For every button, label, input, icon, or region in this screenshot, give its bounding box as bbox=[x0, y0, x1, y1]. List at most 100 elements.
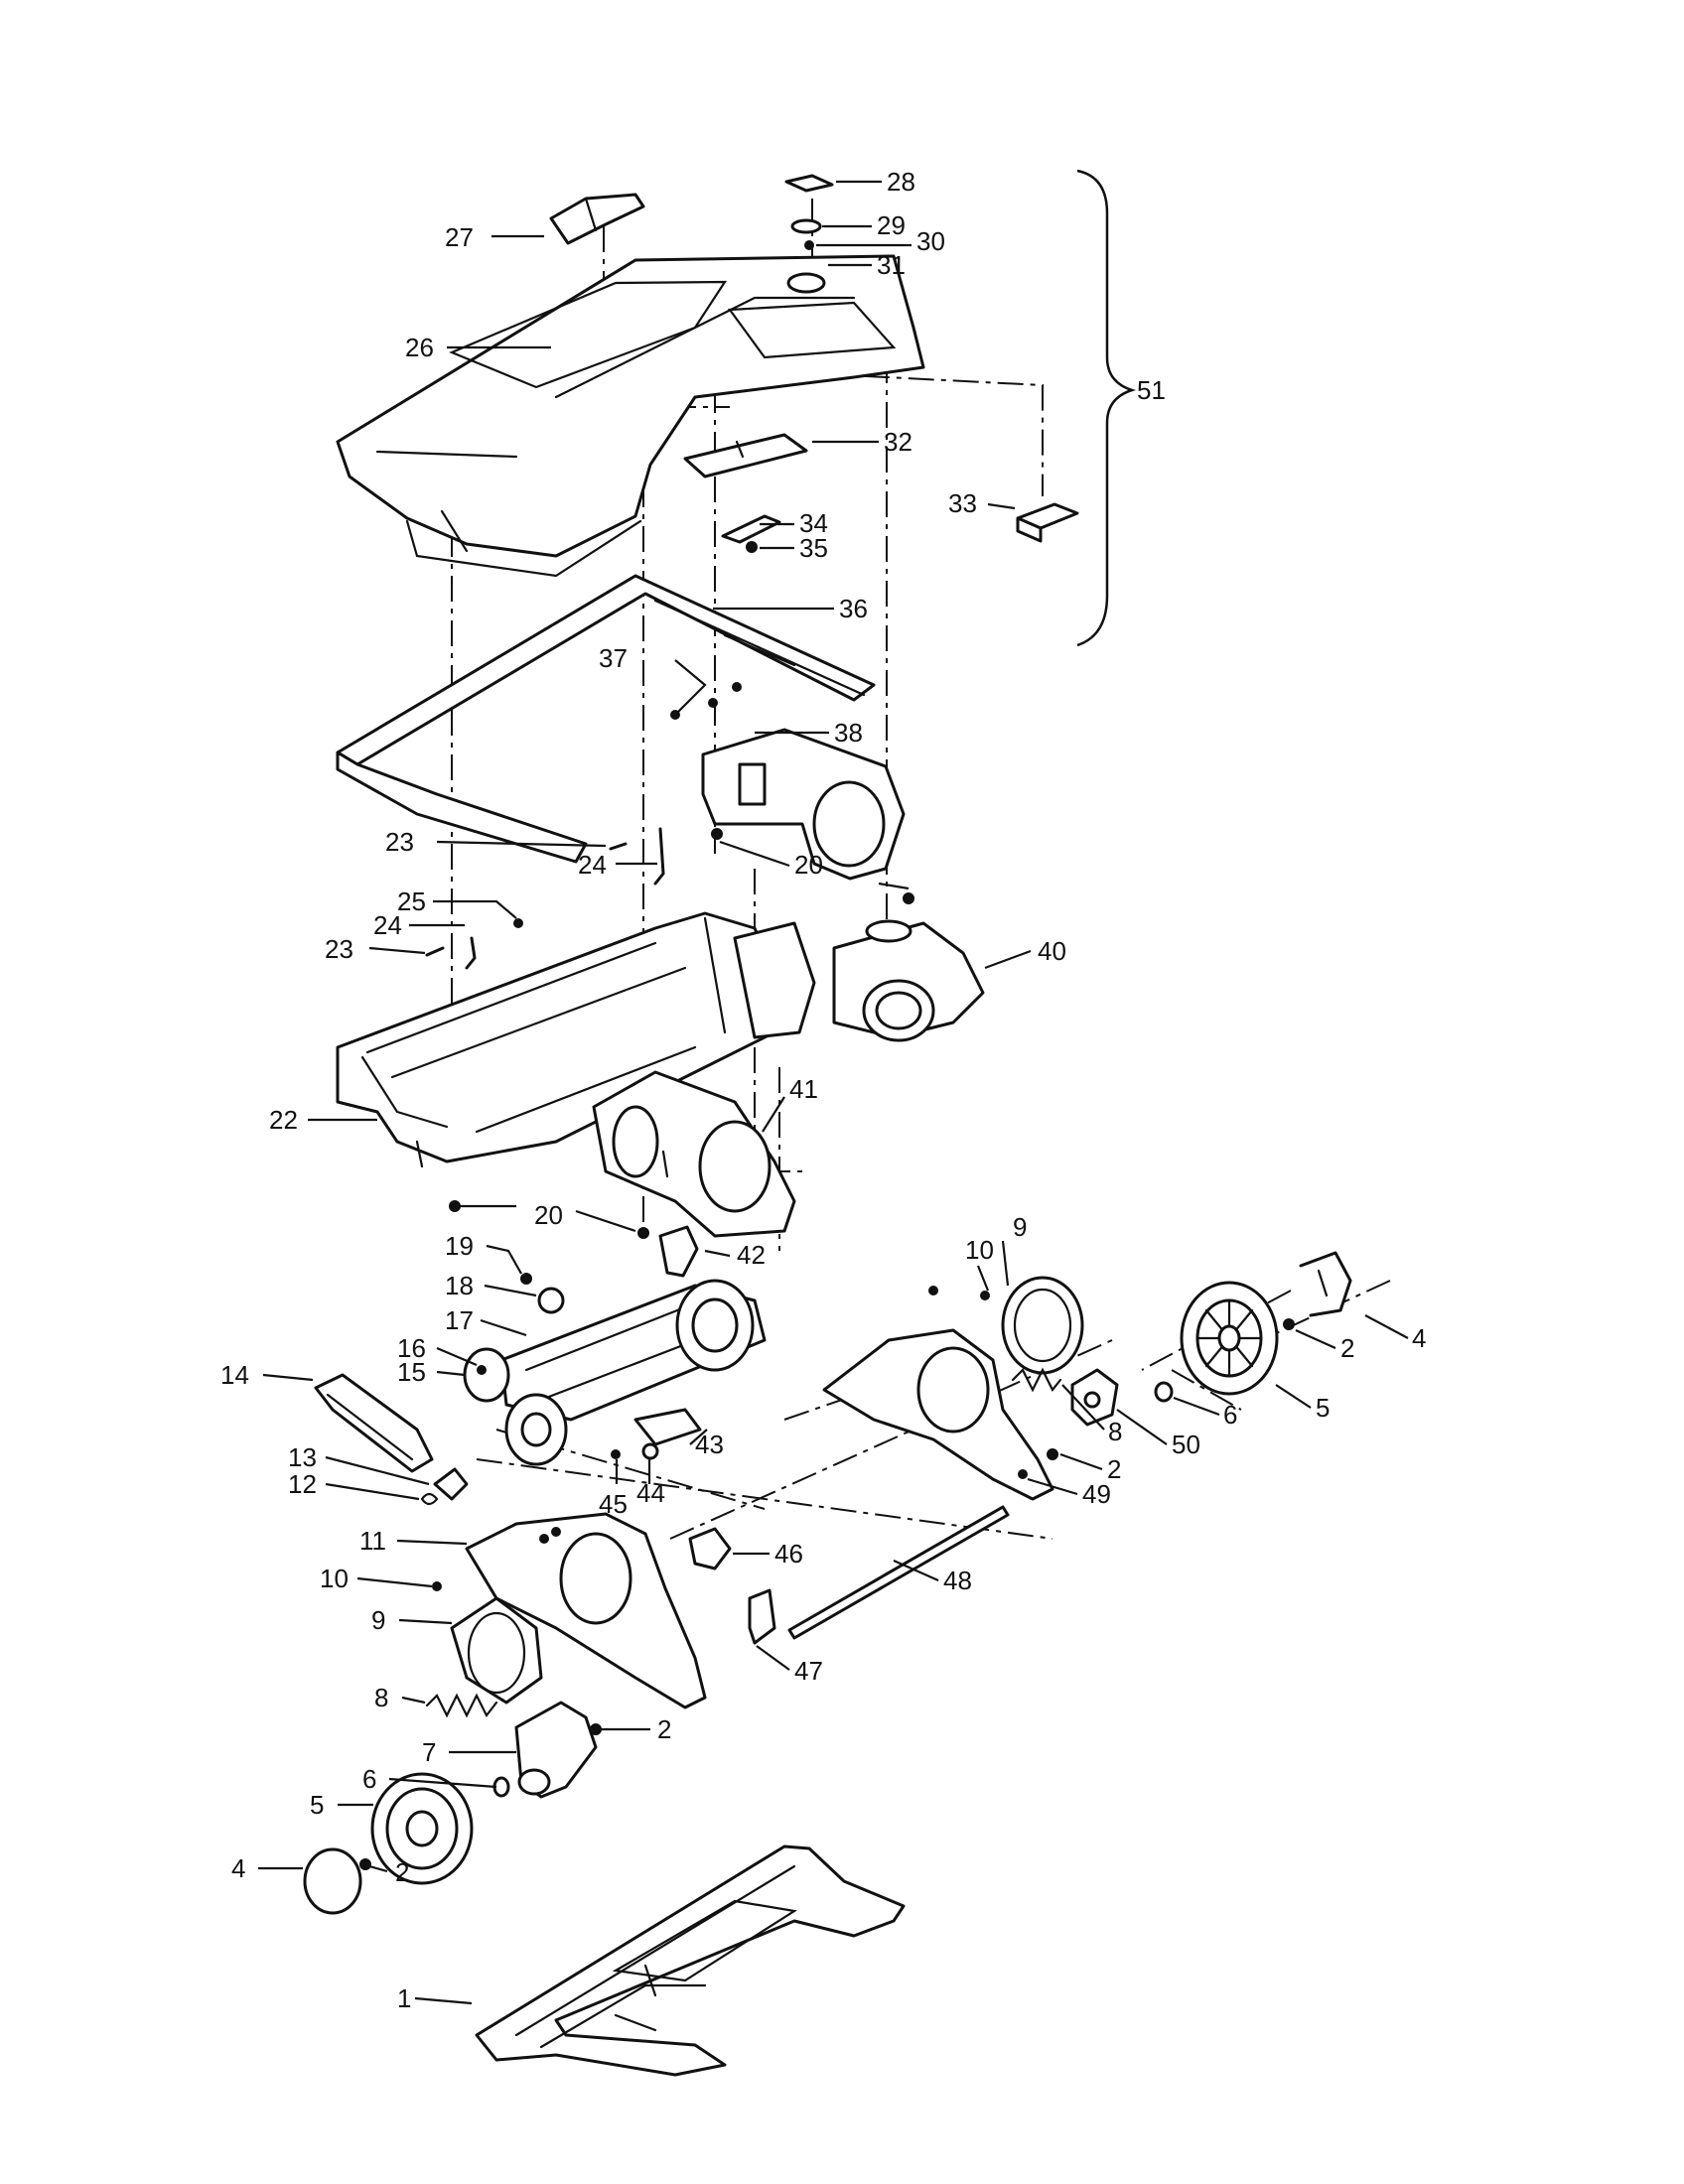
part-34-clip bbox=[721, 514, 781, 544]
part-14-belt bbox=[314, 1373, 434, 1473]
part-41-cover bbox=[592, 1070, 796, 1238]
callout-25: 25 bbox=[397, 887, 426, 916]
callout-49: 49 bbox=[1082, 1479, 1111, 1509]
callout-10a: 10 bbox=[320, 1564, 349, 1593]
callout-31: 31 bbox=[877, 250, 906, 280]
callout-46: 46 bbox=[774, 1539, 803, 1569]
part-30-pin bbox=[804, 240, 814, 250]
part-11-side-plate-left bbox=[465, 1512, 707, 1709]
leader-lines bbox=[258, 180, 1409, 2005]
part-16-gear-left bbox=[504, 1393, 568, 1466]
part-6-washer-left bbox=[492, 1776, 510, 1798]
callout-44: 44 bbox=[636, 1478, 665, 1508]
callout-6b: 6 bbox=[1223, 1400, 1237, 1430]
callout-18: 18 bbox=[445, 1271, 474, 1300]
part-20-screw-a bbox=[711, 828, 723, 840]
part-19-screw bbox=[520, 1273, 532, 1285]
part-42-bracket bbox=[658, 1225, 699, 1278]
part-49-side-plate-right bbox=[822, 1328, 1054, 1501]
callout-48: 48 bbox=[943, 1566, 972, 1595]
callout-labels: 28 29 30 31 27 26 51 32 33 34 35 36 37 3… bbox=[220, 167, 1426, 2013]
callout-42: 42 bbox=[737, 1240, 766, 1270]
part-36-frame bbox=[336, 574, 876, 864]
callout-20b: 20 bbox=[534, 1200, 563, 1230]
callout-8b: 8 bbox=[1108, 1417, 1122, 1446]
part-1-base-plate bbox=[475, 1844, 906, 2077]
callout-32: 32 bbox=[884, 427, 912, 457]
part-50-cam bbox=[1070, 1368, 1119, 1427]
part-47-lever bbox=[748, 1588, 776, 1645]
part-27-bracket bbox=[549, 193, 645, 245]
part-10-screw-left bbox=[432, 1581, 442, 1591]
callout-11: 11 bbox=[359, 1526, 386, 1556]
part-46-latch bbox=[688, 1527, 732, 1570]
callout-33: 33 bbox=[948, 488, 977, 518]
callout-12: 12 bbox=[288, 1469, 317, 1499]
part-20-screw-d bbox=[637, 1227, 649, 1239]
part-37-screws bbox=[670, 682, 742, 720]
callout-7: 7 bbox=[422, 1737, 436, 1767]
part-10-screw-right-b bbox=[980, 1291, 990, 1300]
part-28-knob bbox=[784, 174, 834, 193]
part-48-axle bbox=[787, 1505, 1010, 1640]
part-13-clip bbox=[433, 1467, 469, 1501]
callout-8a: 8 bbox=[374, 1683, 388, 1712]
part-26-hood bbox=[336, 254, 925, 578]
callout-14: 14 bbox=[220, 1360, 249, 1390]
callout-38: 38 bbox=[834, 718, 863, 748]
callout-51: 51 bbox=[1137, 375, 1166, 405]
callout-29: 29 bbox=[877, 210, 906, 240]
callout-4a: 4 bbox=[231, 1853, 245, 1883]
callout-45: 45 bbox=[599, 1489, 628, 1519]
part-18-bushing bbox=[537, 1287, 565, 1314]
callout-10b: 10 bbox=[965, 1235, 994, 1265]
callout-26: 26 bbox=[405, 333, 434, 362]
part-32-plate bbox=[683, 433, 808, 478]
part-22-chassis bbox=[336, 911, 816, 1168]
callout-5a: 5 bbox=[310, 1790, 324, 1820]
part-2-clip-c bbox=[1047, 1448, 1058, 1460]
callout-36: 36 bbox=[839, 594, 868, 623]
part-4-hubcap-left bbox=[303, 1847, 362, 1915]
part-6-washer-right bbox=[1154, 1381, 1174, 1403]
callout-24a: 24 bbox=[578, 850, 607, 880]
part-gear-right bbox=[675, 1279, 755, 1372]
part-23-pin-b bbox=[425, 946, 445, 957]
callout-24b: 24 bbox=[373, 910, 402, 940]
part-9-belt-ring-right bbox=[1001, 1276, 1084, 1375]
part-15-end-cap bbox=[463, 1347, 510, 1403]
part-24-lever-a bbox=[653, 827, 665, 886]
callout-34: 34 bbox=[799, 508, 828, 538]
callout-43: 43 bbox=[695, 1430, 724, 1459]
part-8-spring-left bbox=[425, 1693, 498, 1718]
part-2-clip-b bbox=[590, 1723, 602, 1735]
callout-9a: 9 bbox=[371, 1605, 385, 1635]
part-20-screw-c bbox=[449, 1200, 461, 1212]
callout-2b: 2 bbox=[657, 1714, 671, 1744]
callout-1: 1 bbox=[397, 1983, 411, 2013]
callout-47: 47 bbox=[794, 1656, 823, 1686]
part-20-screw-b bbox=[903, 892, 914, 904]
part-45-screw bbox=[611, 1449, 621, 1459]
callout-13: 13 bbox=[288, 1442, 317, 1472]
callout-28: 28 bbox=[887, 167, 915, 197]
part-5-wheel-right bbox=[1180, 1281, 1279, 1396]
callout-30: 30 bbox=[916, 226, 945, 256]
part-24-lever-b bbox=[465, 936, 477, 970]
callout-2d: 2 bbox=[1340, 1333, 1354, 1363]
callout-27: 27 bbox=[445, 222, 474, 252]
callout-9b: 9 bbox=[1013, 1212, 1027, 1242]
callout-41: 41 bbox=[789, 1074, 818, 1104]
part-4-hubcap-right bbox=[1299, 1251, 1352, 1317]
callout-19: 19 bbox=[445, 1231, 474, 1261]
callout-2c: 2 bbox=[1107, 1454, 1121, 1484]
part-8-spring-right bbox=[1011, 1367, 1062, 1393]
part-29-washer bbox=[790, 218, 822, 234]
part-2-clip-a bbox=[359, 1858, 371, 1870]
callout-4b: 4 bbox=[1412, 1323, 1426, 1353]
part-38-bracket bbox=[701, 728, 906, 881]
part-33-switch bbox=[1016, 502, 1079, 543]
callout-2a: 2 bbox=[395, 1857, 409, 1887]
part-12-spring bbox=[420, 1492, 439, 1506]
